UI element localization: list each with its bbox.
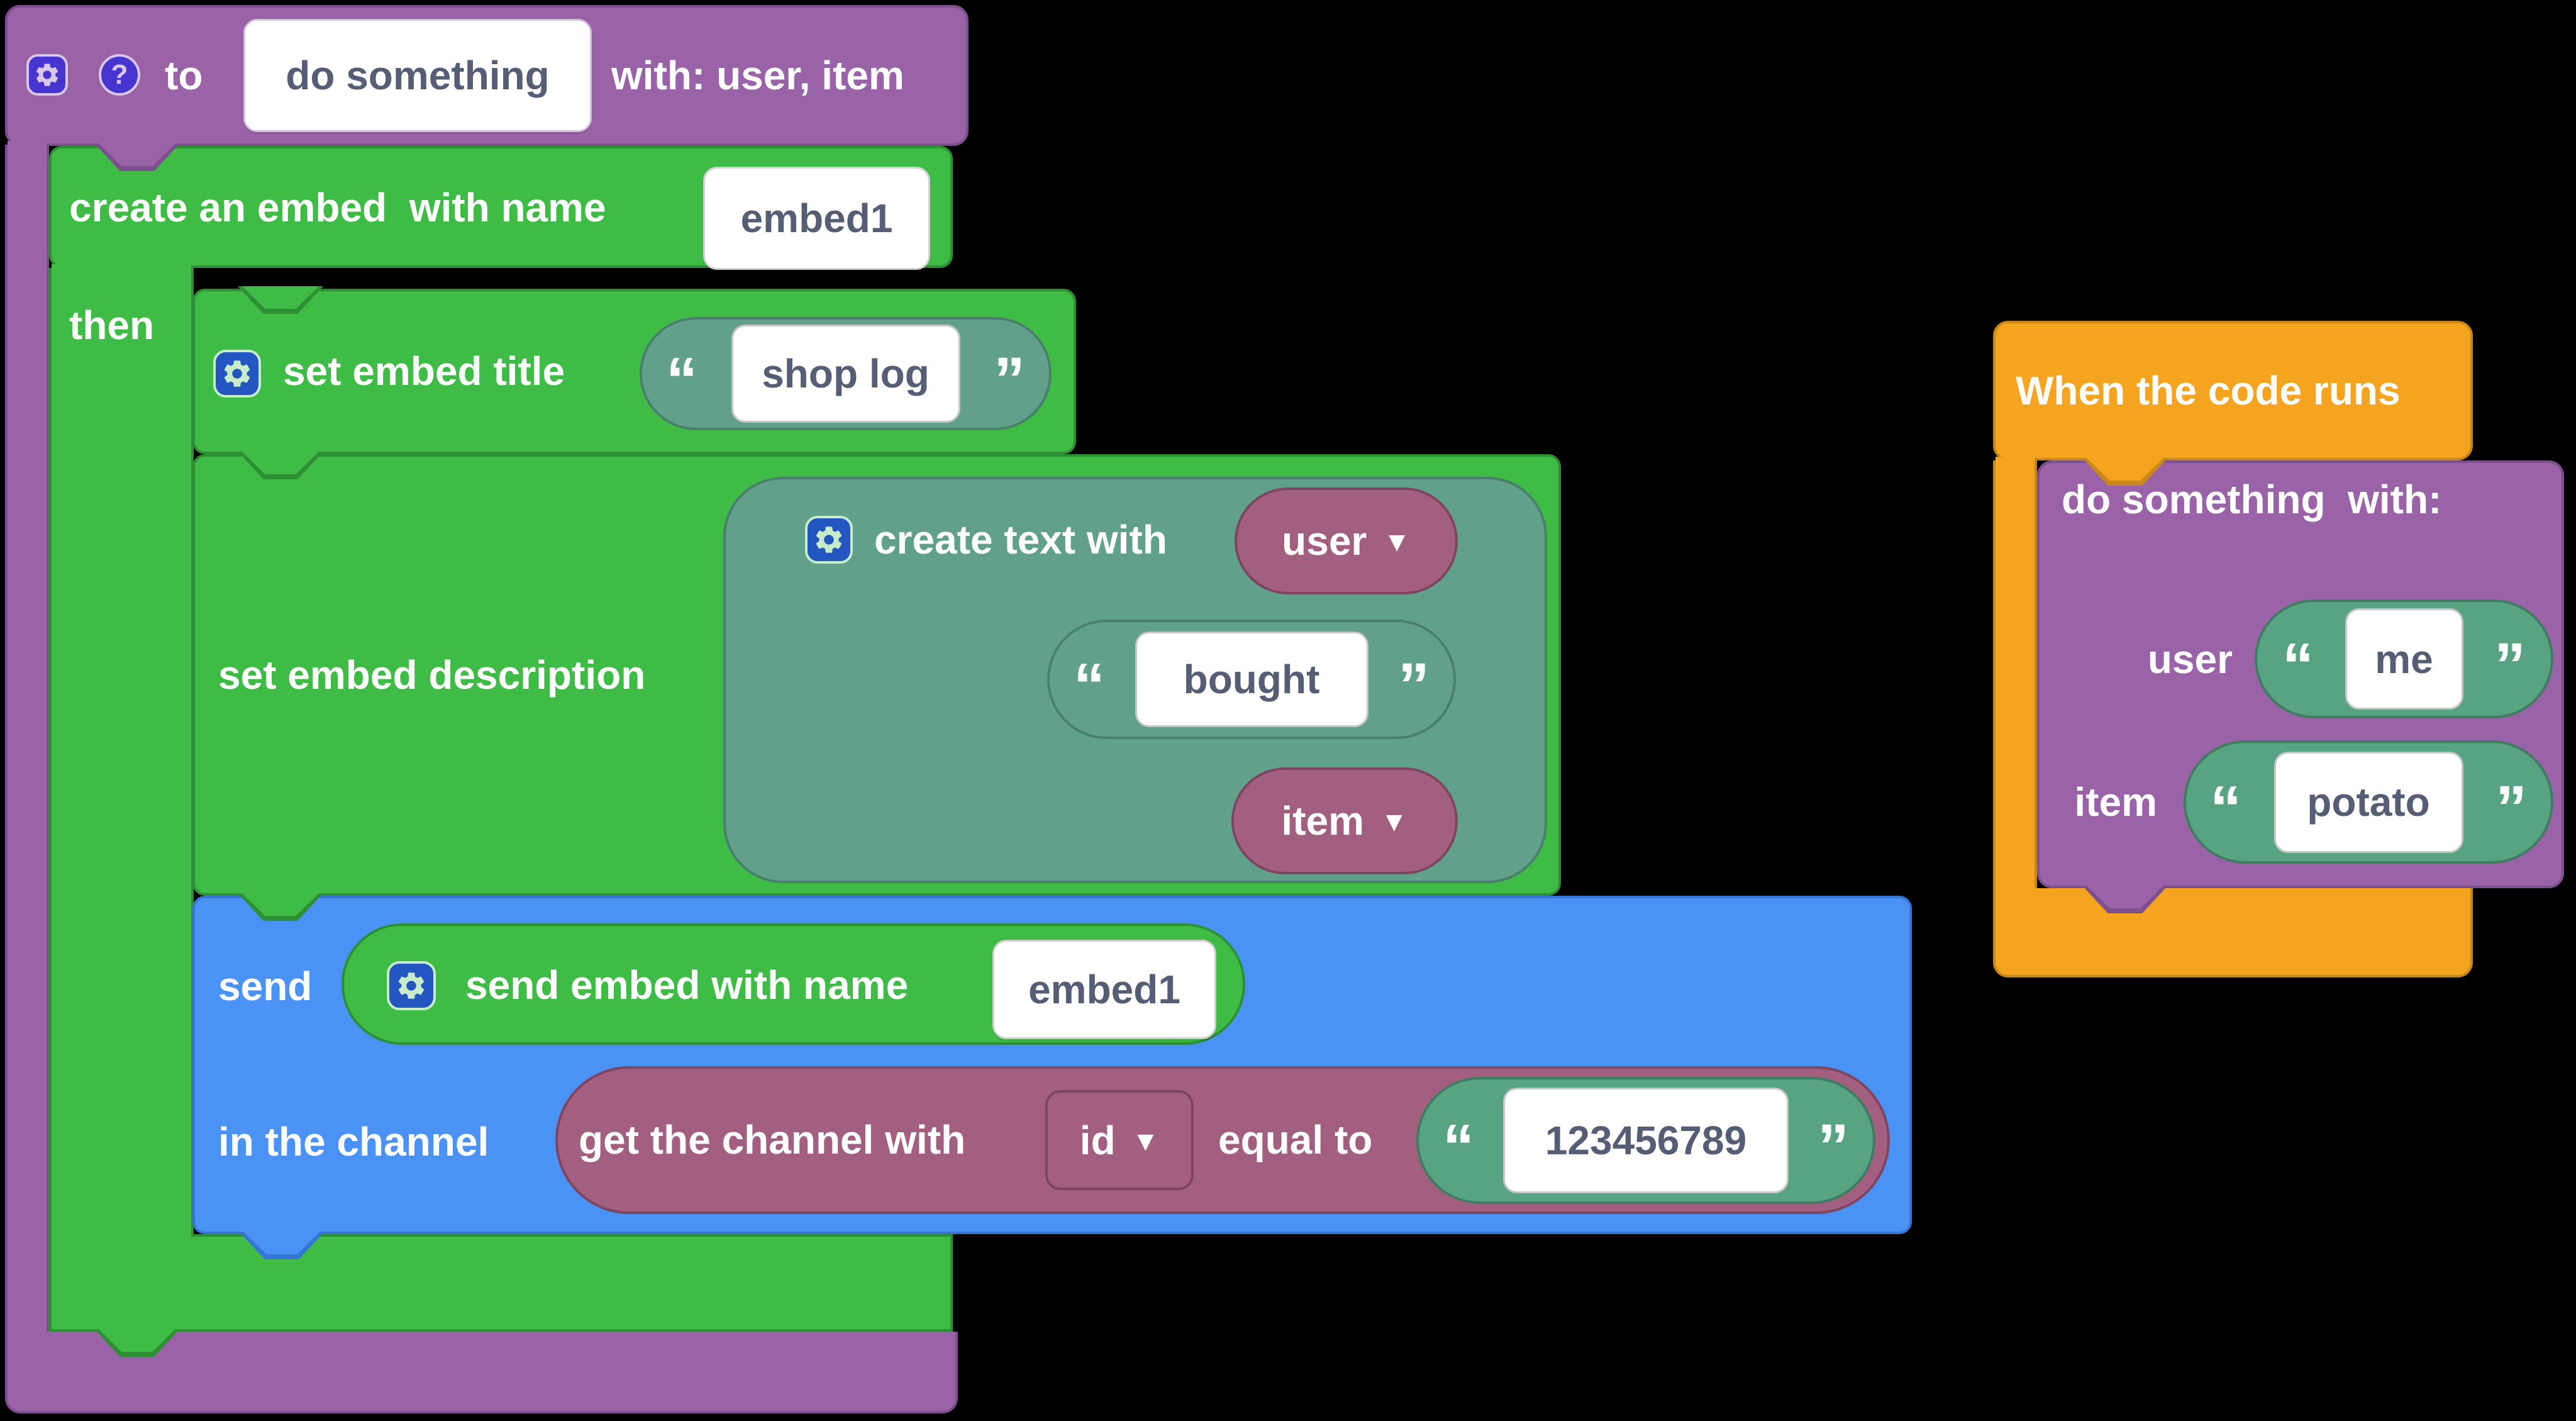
define-params-label: with: user, item (611, 53, 904, 98)
when-block-footer (1993, 888, 2473, 978)
create-embed-footer (49, 1234, 953, 1332)
call-label: do something with: (2062, 477, 2442, 522)
close-quote-icon: ” (1818, 1112, 1849, 1182)
send-embed-pill-label: send embed with name (465, 962, 909, 1008)
arg-user-field[interactable]: me (2345, 608, 2463, 710)
connector-notch (238, 452, 323, 479)
gear-icon-glyph (36, 64, 58, 86)
channel-id-pill[interactable]: “ 123456789 ” (1416, 1077, 1875, 1204)
seam-patch (8, 1328, 47, 1338)
open-quote-icon: “ (666, 345, 697, 415)
when-code-runs-label: When the code runs (2016, 368, 2401, 413)
gear-icon[interactable] (213, 350, 261, 398)
variable-dropdown-item[interactable]: item ▼ (1231, 767, 1458, 874)
connector-notch (238, 286, 323, 314)
open-quote-icon: “ (1074, 650, 1105, 721)
call-do-something-block[interactable]: do something with: user “ me ” item “ po… (2037, 460, 2564, 888)
variable-dropdown-user[interactable]: user ▼ (1235, 488, 1458, 594)
title-text-pill[interactable]: “ shop log ” (640, 317, 1052, 430)
gear-icon[interactable] (387, 961, 436, 1010)
close-quote-icon: ” (1398, 650, 1430, 721)
variable-dropdown-user-text: user (1282, 518, 1367, 564)
channel-id-field[interactable]: 123456789 (1503, 1088, 1789, 1193)
connector-notch (238, 893, 323, 921)
equal-to-label: equal to (1218, 1117, 1373, 1162)
set-title-label: set embed title (283, 348, 565, 394)
when-block-spine (1993, 460, 2037, 888)
open-quote-icon: “ (2210, 773, 2241, 844)
arg-user-label: user (2147, 637, 2233, 682)
chevron-down-icon: ▼ (1380, 806, 1408, 837)
create-embed-label: create an embed with name (69, 185, 606, 230)
connector-tab (2082, 886, 2168, 913)
connector-tab (94, 1329, 180, 1357)
text-item-text: bought (1183, 657, 1320, 702)
variable-dropdown-item-text: item (1281, 798, 1365, 844)
seam-patch (1996, 884, 2035, 894)
channel-field-dropdown[interactable]: id ▼ (1045, 1090, 1194, 1190)
connector-notch (94, 143, 180, 171)
define-block-spine (5, 145, 49, 1333)
seam-patch (8, 141, 47, 151)
set-embed-description-block[interactable]: set embed description create text with u… (192, 454, 1561, 896)
open-quote-icon: “ (2282, 630, 2314, 701)
function-name-field[interactable]: do something (243, 19, 592, 132)
title-value-field[interactable]: shop log (731, 325, 960, 423)
connector-notch (2082, 458, 2168, 486)
set-description-label: set embed description (218, 652, 646, 698)
close-quote-icon: ” (994, 345, 1025, 415)
close-quote-icon: ” (2494, 630, 2526, 701)
define-block[interactable]: ? to do something with: user, item (5, 5, 969, 146)
then-label: then (69, 303, 155, 348)
text-item-field[interactable]: bought (1135, 632, 1368, 727)
when-code-runs-block[interactable]: When the code runs (1993, 321, 2473, 460)
send-label: send (218, 964, 313, 1009)
send-embed-pill[interactable]: send embed with name embed1 (341, 923, 1245, 1045)
arg-item-field[interactable]: potato (2273, 751, 2463, 853)
title-value-text: shop log (762, 351, 930, 396)
send-block[interactable]: send send embed with name embed1 in the … (192, 896, 1912, 1234)
seam-patch (52, 264, 191, 274)
get-channel-pill[interactable]: get the channel with id ▼ equal to “ 123… (555, 1066, 1890, 1214)
gear-icon-glyph (398, 972, 425, 999)
gear-icon-glyph (816, 527, 842, 553)
set-embed-title-block[interactable]: set embed title “ shop log ” (192, 289, 1076, 454)
question-mark-glyph: ? (111, 59, 128, 90)
create-text-with-block[interactable]: create text with user ▼ “ bought ” item … (723, 477, 1547, 883)
open-quote-icon: “ (1443, 1112, 1474, 1182)
define-prefix-label: to (165, 53, 203, 98)
get-channel-label: get the channel with (579, 1117, 966, 1162)
arg-user-pill[interactable]: “ me ” (2255, 599, 2553, 718)
close-quote-icon: ” (2496, 773, 2527, 844)
in-the-channel-label: in the channel (218, 1119, 489, 1164)
gear-icon-glyph (224, 360, 250, 387)
text-item-pill[interactable]: “ bought ” (1047, 620, 1456, 739)
send-embed-name-text: embed1 (1028, 967, 1180, 1012)
function-name-text: do something (286, 53, 550, 98)
chevron-down-icon: ▼ (1383, 527, 1411, 557)
channel-field-dropdown-text: id (1079, 1117, 1116, 1163)
gear-icon[interactable] (26, 54, 68, 96)
create-embed-block[interactable]: create an embed with name embed1 (49, 146, 953, 270)
arg-user-text: me (2375, 636, 2433, 682)
seam-patch (52, 1230, 191, 1240)
embed-name-text: embed1 (740, 196, 893, 241)
arg-item-label: item (2074, 779, 2157, 825)
chevron-down-icon: ▼ (1131, 1125, 1160, 1157)
send-embed-name-field[interactable]: embed1 (992, 940, 1216, 1039)
channel-id-text: 123456789 (1545, 1118, 1747, 1163)
gear-icon[interactable] (805, 516, 853, 564)
help-icon[interactable]: ? (99, 54, 140, 96)
arg-item-pill[interactable]: “ potato ” (2184, 740, 2553, 864)
embed-name-field[interactable]: embed1 (703, 167, 930, 270)
create-embed-spine (49, 268, 194, 1234)
arg-item-text: potato (2307, 779, 2430, 825)
seam-patch (1996, 457, 2035, 467)
create-text-label: create text with (874, 517, 1167, 562)
connector-tab (239, 1232, 325, 1259)
